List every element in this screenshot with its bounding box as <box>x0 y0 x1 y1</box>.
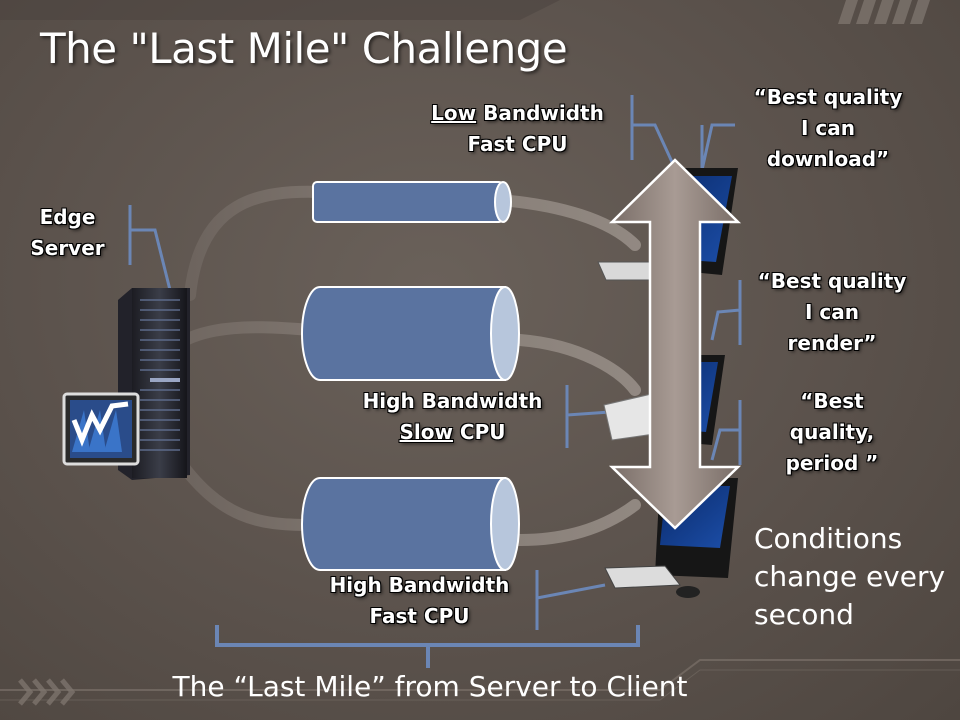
pipe-middle-line2: Slow CPU <box>345 417 560 448</box>
callout-middle-pipe <box>565 385 611 448</box>
edge-server-line1: Edge <box>39 205 96 229</box>
brace <box>215 625 640 668</box>
quote-period-line2: quality, <box>789 420 875 444</box>
quote-download-line3: download” <box>766 147 890 171</box>
conditions-line2: change every <box>754 560 946 593</box>
pipe-top-emphasis: Low <box>431 101 477 125</box>
footer-caption: The “Last Mile” from Server to Client <box>172 670 688 703</box>
conditions-note: Conditions change every second <box>754 520 954 634</box>
pipe-bottom-line2: Fast CPU <box>369 604 470 628</box>
conditions-line3: second <box>754 598 854 631</box>
callout-bottom-pipe <box>535 570 606 630</box>
quote-download-line2: I can <box>801 116 855 140</box>
quote-render-line3: render” <box>787 331 877 355</box>
pipe-middle-label: High Bandwidth Slow CPU <box>345 386 560 448</box>
double-arrow <box>608 158 742 530</box>
media-logo-icon <box>62 392 140 466</box>
quote-download: “Best quality I can download” <box>748 82 908 175</box>
computer-bottom-icon <box>604 478 738 598</box>
edge-server-label: Edge Server <box>20 202 115 264</box>
callout-quote2 <box>710 280 742 345</box>
callout-top-pipe <box>630 95 680 176</box>
pipe-middle-shape <box>301 286 520 381</box>
quote-download-line1: “Best quality <box>753 85 903 109</box>
quote-render-line1: “Best quality <box>757 269 907 293</box>
pipe-middle-line2-rest: CPU <box>452 420 506 444</box>
stripe-decor-top <box>838 0 930 24</box>
callout-quote1 <box>700 123 735 171</box>
edge-server-line2: Server <box>30 236 105 260</box>
pipe-top-line1-rest: Bandwidth <box>476 101 604 125</box>
pipe-bottom-line1: High Bandwidth <box>329 573 510 597</box>
quote-render: “Best quality I can render” <box>752 266 912 359</box>
chevron-decor-bottom <box>18 678 76 706</box>
callout-quote3 <box>710 400 742 465</box>
pipe-top-shape <box>312 181 512 223</box>
conditions-line1: Conditions <box>754 522 903 555</box>
quote-period-line3: period ” <box>785 451 879 475</box>
quote-render-line2: I can <box>805 300 859 324</box>
page-title: The "Last Mile" Challenge <box>40 24 568 73</box>
quote-period: “Best quality, period ” <box>752 386 912 479</box>
pipe-top-label: Low Bandwidth Fast CPU <box>410 98 625 160</box>
pipe-middle-emphasis: Slow <box>399 420 453 444</box>
pipe-middle-line1: High Bandwidth <box>362 389 543 413</box>
quote-period-line1: “Best <box>800 389 864 413</box>
pipe-top-line2: Fast CPU <box>467 132 568 156</box>
callout-edge-server <box>128 205 172 291</box>
pipe-bottom-label: High Bandwidth Fast CPU <box>312 570 527 632</box>
pipe-top-line1: Low Bandwidth <box>410 98 625 129</box>
pipe-bottom-shape <box>301 477 520 571</box>
